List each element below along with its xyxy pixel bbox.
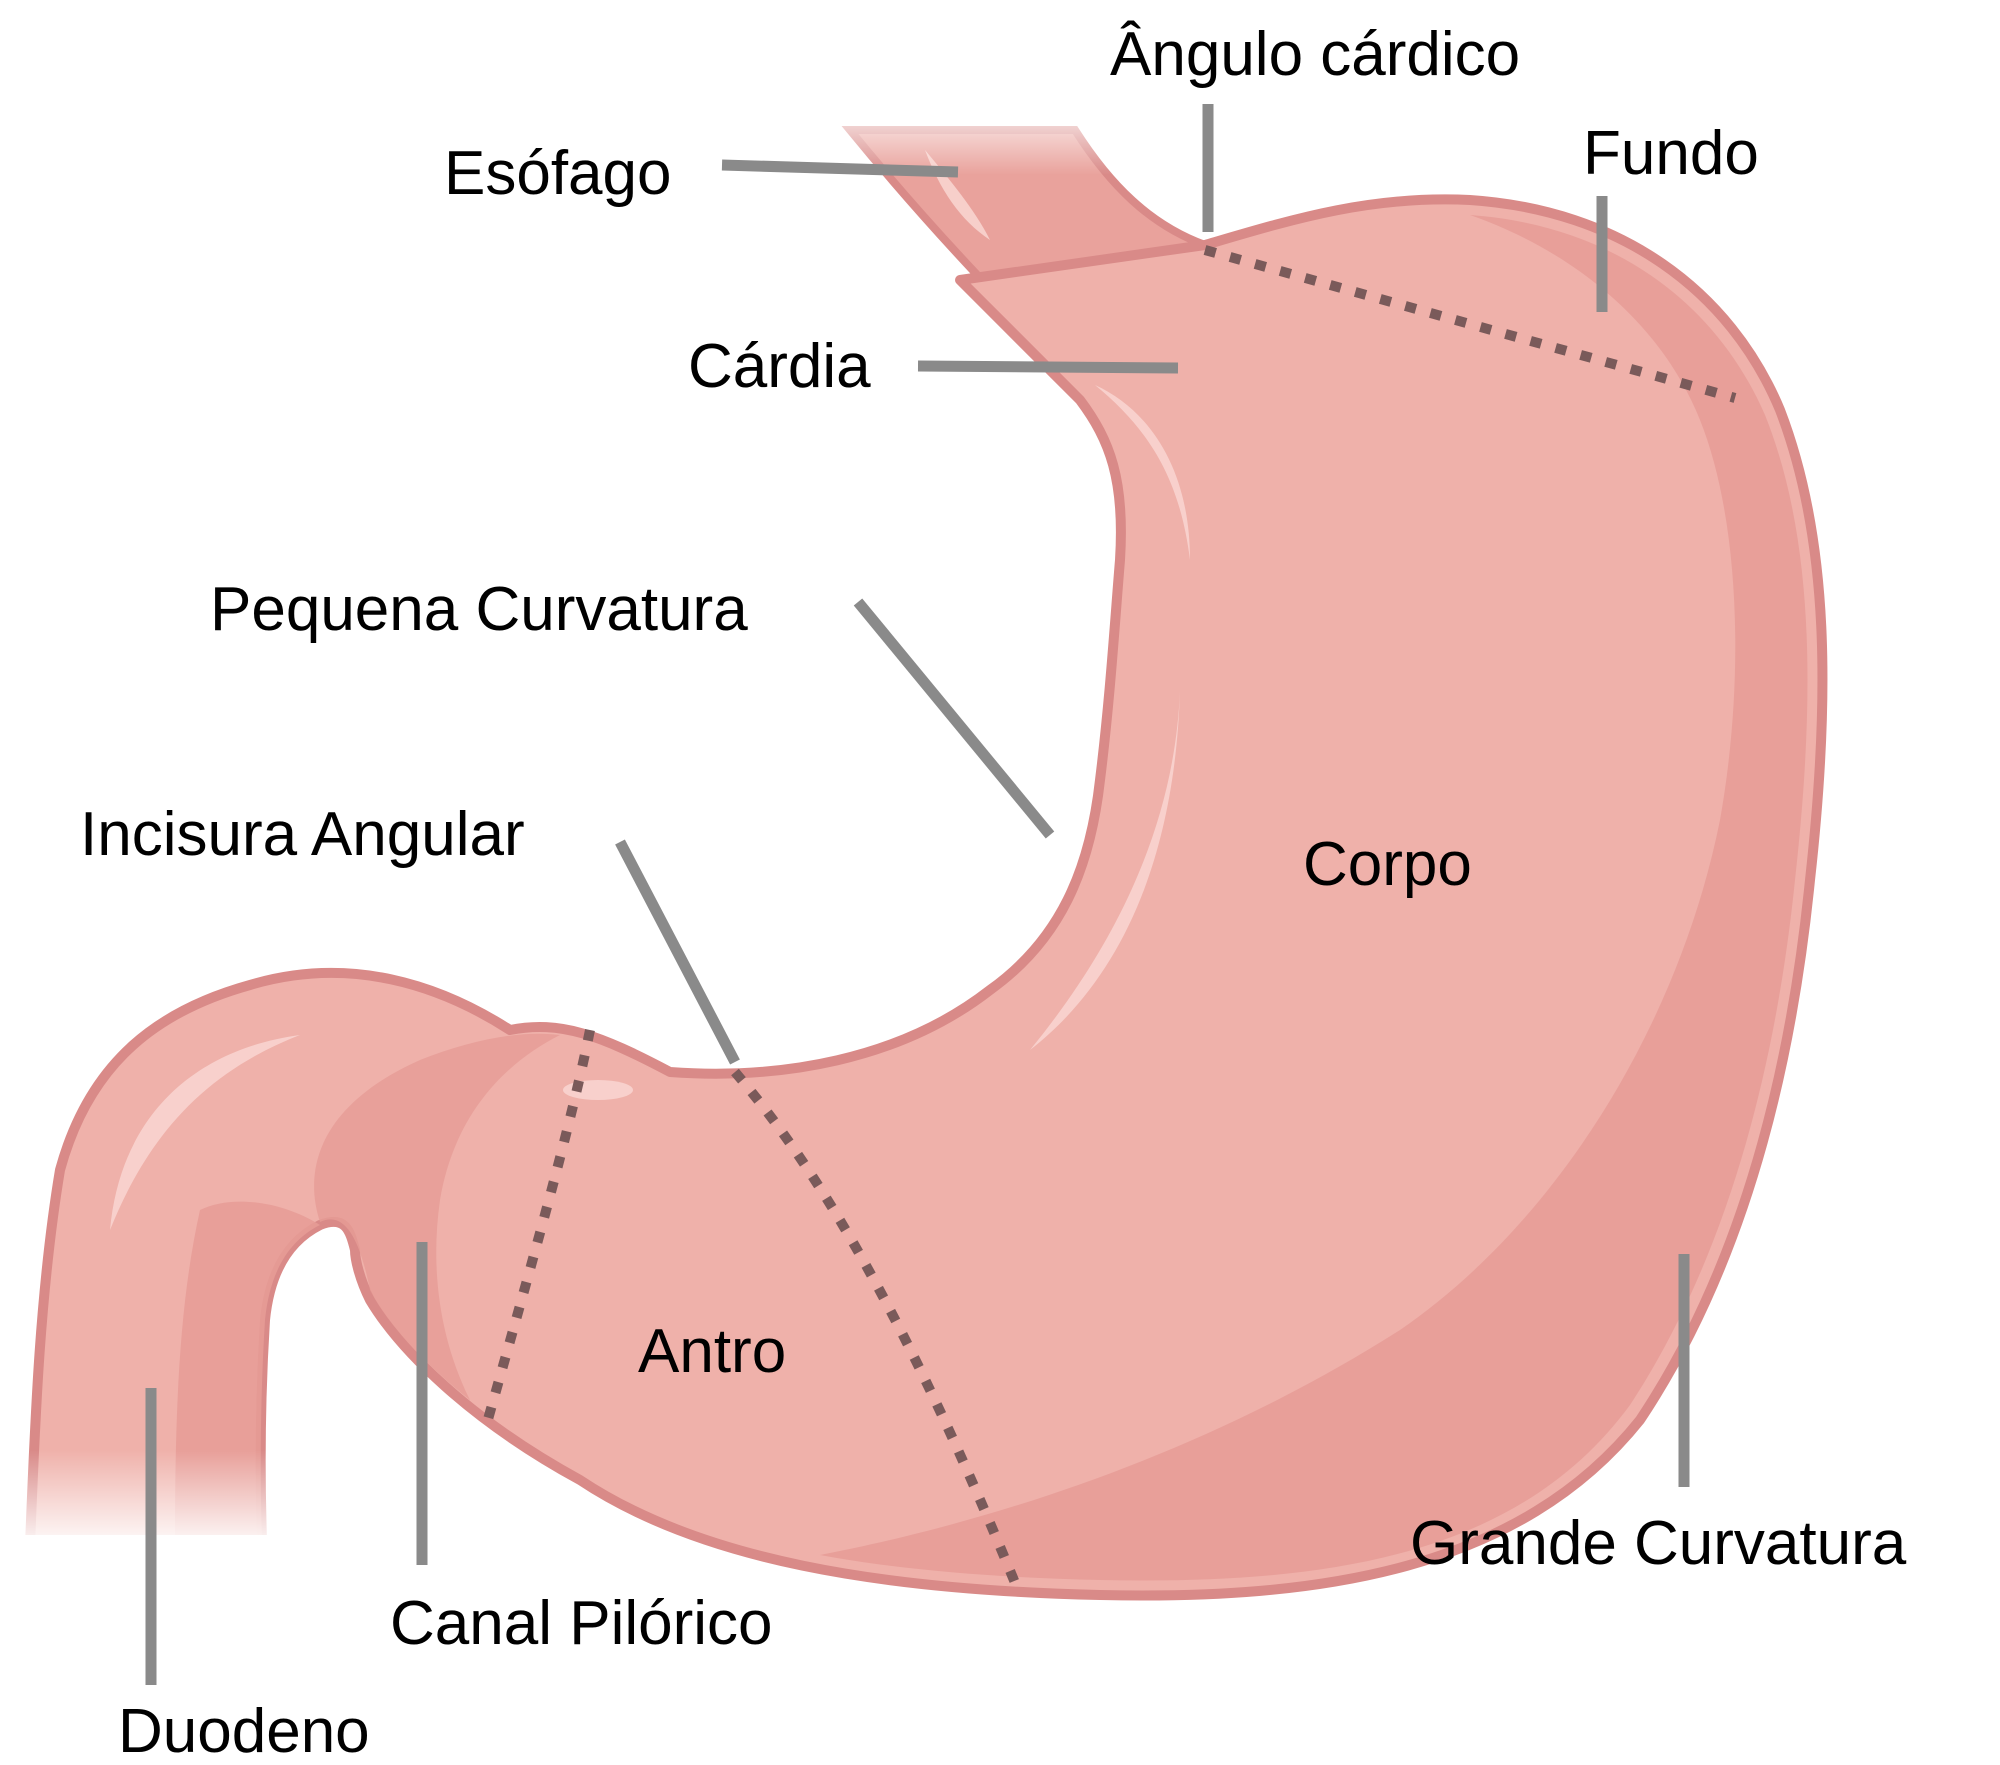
pylorus-shade <box>314 1033 560 1400</box>
label-duodeno: Duodeno <box>118 1697 370 1765</box>
label-pequena-curvatura: Pequena Curvatura <box>210 575 748 644</box>
pyloric-canal-divider-dotted-line <box>480 1029 595 1432</box>
label-esofago: Esófago <box>444 139 672 208</box>
label-corpo: Corpo <box>1303 830 1472 899</box>
antrum-body-divider-dotted-line <box>731 1068 1025 1597</box>
label-cardia: Cárdia <box>688 332 871 401</box>
highlight-fundus <box>1095 385 1190 560</box>
label-angulo-cardico: Ângulo cárdico <box>1110 20 1520 89</box>
label-canal-pilorico: Canal Pilórico <box>390 1589 773 1658</box>
stomach-shape <box>25 194 1828 1601</box>
label-grande-curvatura: Grande Curvatura <box>1410 1509 1907 1578</box>
label-incisura-angular: Incisura Angular <box>80 800 525 869</box>
label-fundo: Fundo <box>1583 119 1759 188</box>
highlight-body <box>1030 690 1180 1050</box>
leader-line-cardia <box>917 360 1179 374</box>
label-antro: Antro <box>638 1317 786 1386</box>
leader-line-esofago <box>721 159 959 178</box>
greater-curvature-shade <box>820 215 1808 1581</box>
leader-line-incisura-angular <box>615 839 740 1065</box>
esophagus-fade <box>820 95 1120 175</box>
leader-line-pequena-curvatura <box>853 598 1055 839</box>
highlight-duodenum <box>110 1035 300 1230</box>
